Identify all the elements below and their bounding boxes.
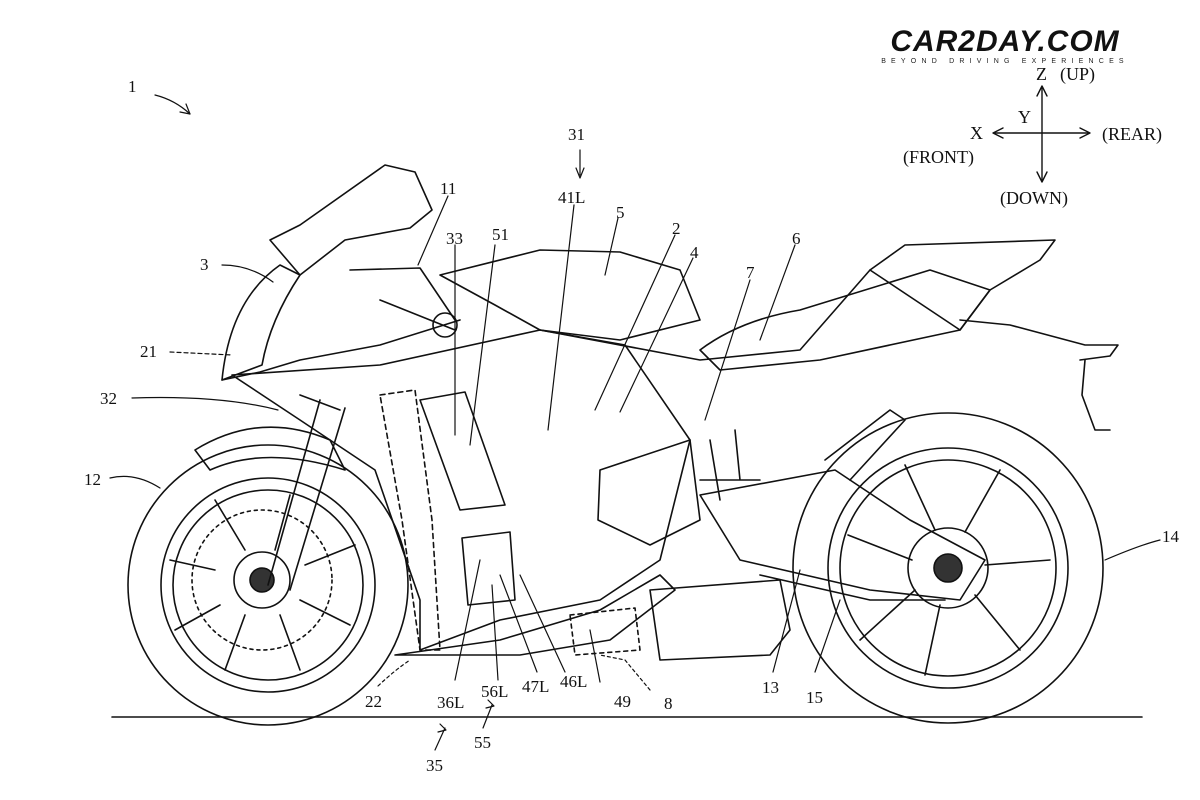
label-12: 12 (84, 470, 101, 489)
windscreen (270, 165, 432, 275)
label-4: 4 (690, 243, 699, 262)
tail-section (870, 240, 1055, 330)
label-56L: 56L (481, 682, 508, 701)
label-36L: 36L (437, 693, 464, 712)
label-13: 13 (762, 678, 779, 697)
axis-down: (DOWN) (1000, 188, 1068, 209)
axis-front: (FRONT) (903, 147, 974, 168)
side-fairing (232, 330, 690, 650)
chain (760, 575, 945, 600)
engine-lower (650, 580, 790, 660)
label-3: 3 (200, 255, 209, 274)
engine-cover (598, 440, 700, 545)
label-41L: 41L (558, 188, 585, 207)
label-49: 49 (614, 692, 631, 711)
front-fender (195, 427, 345, 470)
label-47L: 47L (522, 677, 549, 696)
label-6: 6 (792, 229, 801, 248)
rear-wheel (793, 413, 1103, 723)
label-8: 8 (664, 694, 673, 713)
label-5: 5 (616, 203, 625, 222)
exhaust (825, 410, 905, 480)
label-11: 11 (440, 179, 456, 198)
label-22: 22 (365, 692, 382, 711)
axis-compass (993, 86, 1090, 182)
label-46L: 46L (560, 672, 587, 691)
axis-x: X (970, 123, 983, 143)
label-35: 35 (426, 756, 443, 775)
label-33: 33 (446, 229, 463, 248)
label-32: 32 (100, 389, 117, 408)
label-51: 51 (492, 225, 509, 244)
label-55: 55 (474, 733, 491, 752)
label-14: 14 (1162, 527, 1180, 546)
handlebar (350, 268, 455, 330)
axis-up: (UP) (1060, 64, 1095, 85)
tail-bracket (960, 320, 1118, 360)
axis-y: Y (1018, 107, 1031, 127)
label-7: 7 (746, 263, 755, 282)
axis-labels: Z (UP) Y X (FRONT) (REAR) (DOWN) (903, 64, 1162, 209)
reference-numerals: 1 31 41L 5 2 4 7 6 11 33 51 3 21 32 12 1… (84, 77, 1180, 775)
label-1: 1 (128, 77, 137, 96)
label-15: 15 (806, 688, 823, 707)
label-2: 2 (672, 219, 681, 238)
label-31: 31 (568, 125, 585, 144)
axis-rear: (REAR) (1102, 124, 1162, 145)
axis-z: Z (1036, 64, 1047, 84)
side-vent (420, 392, 505, 510)
license-holder (1082, 360, 1110, 430)
label-21: 21 (140, 342, 157, 361)
